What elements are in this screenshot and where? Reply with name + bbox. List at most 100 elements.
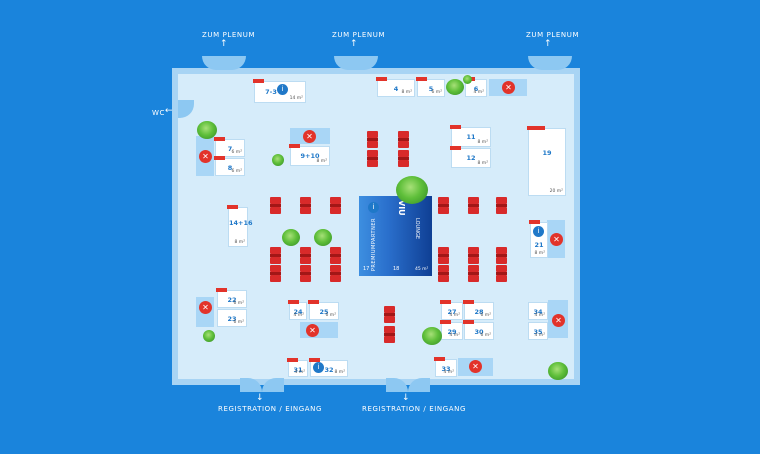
plant-icon	[396, 176, 428, 204]
door-wc[interactable]	[178, 100, 194, 118]
chair	[438, 207, 449, 214]
door-plenum-center[interactable]	[356, 56, 378, 70]
table	[496, 254, 507, 257]
chair	[398, 150, 409, 157]
table	[438, 204, 449, 207]
premium-partner-lounge[interactable]: i PREMIUMPARTNER VIU LOUNGE 17 18 45 m²	[359, 196, 432, 276]
chair	[468, 247, 479, 254]
door-plenum-right[interactable]	[528, 56, 550, 70]
booth-size: 6 m²	[231, 150, 242, 155]
booth-size: 8 m²	[401, 90, 412, 95]
chair	[300, 257, 311, 264]
door-registration-left[interactable]	[240, 378, 262, 392]
booth-size: 8 m²	[316, 159, 327, 164]
chair	[468, 197, 479, 204]
chair	[438, 247, 449, 254]
chair	[398, 141, 409, 148]
arrow-down-icon: ↓	[256, 393, 264, 403]
booth-14-16[interactable]: 14+16 8 m²	[227, 205, 253, 247]
door-plenum-center[interactable]	[334, 56, 356, 70]
sold-tag	[287, 358, 298, 362]
plant-icon	[203, 330, 215, 342]
booth-size: 14 m²	[289, 96, 303, 101]
chair	[300, 275, 311, 282]
table	[367, 157, 378, 160]
booth-number: 5	[428, 84, 434, 93]
door-registration-right[interactable]	[408, 378, 430, 392]
sold-tag	[434, 357, 445, 361]
chair	[398, 160, 409, 167]
chair	[367, 131, 378, 138]
arrow-up-icon: ↑	[220, 39, 228, 49]
booth-number: 27	[447, 307, 457, 316]
sold-tag	[463, 320, 474, 324]
sold-tag	[440, 320, 451, 324]
chair	[496, 247, 507, 254]
booth-size: 6 m²	[480, 313, 491, 318]
chair	[438, 265, 449, 272]
plant-icon	[314, 229, 332, 246]
booth-size: 6 m²	[233, 320, 244, 325]
sold-tag	[416, 77, 427, 81]
booth-size: 4 m²	[473, 90, 484, 95]
chair	[496, 257, 507, 264]
fork-knife-icon: ✕	[303, 130, 316, 143]
booth-size: 4 m²	[293, 313, 304, 318]
booth-number: 35	[533, 327, 543, 336]
door-plenum-left[interactable]	[202, 56, 224, 70]
plenum-label-left: ZUM PLENUM	[202, 31, 256, 39]
door-plenum-right[interactable]	[550, 56, 572, 70]
sold-tag	[253, 79, 264, 83]
door-registration-right[interactable]	[386, 378, 408, 392]
booth-size: 6 m²	[231, 169, 242, 174]
chair	[438, 257, 449, 264]
table	[496, 204, 507, 207]
booth-size: 8 m²	[234, 240, 245, 245]
chair	[367, 141, 378, 148]
chair	[270, 257, 281, 264]
booth-size: 6 m²	[431, 90, 442, 95]
door-registration-left[interactable]	[262, 378, 284, 392]
plant-icon	[548, 362, 568, 380]
chair	[270, 275, 281, 282]
table	[384, 333, 395, 336]
chair	[367, 150, 378, 157]
sold-tag	[289, 144, 300, 148]
chair	[367, 160, 378, 167]
chair	[330, 275, 341, 282]
chair	[384, 336, 395, 343]
door-plenum-left[interactable]	[224, 56, 246, 70]
booth-number: 11	[466, 133, 476, 142]
table	[330, 204, 341, 207]
booth-size: 8 m²	[334, 370, 345, 375]
booth-size: 4 m²	[449, 333, 460, 338]
booth-number: 14+16	[229, 219, 253, 228]
sold-tag	[216, 288, 227, 292]
chair	[468, 275, 479, 282]
premium-size: 45 m²	[415, 267, 429, 272]
chair	[468, 257, 479, 264]
table	[468, 204, 479, 207]
